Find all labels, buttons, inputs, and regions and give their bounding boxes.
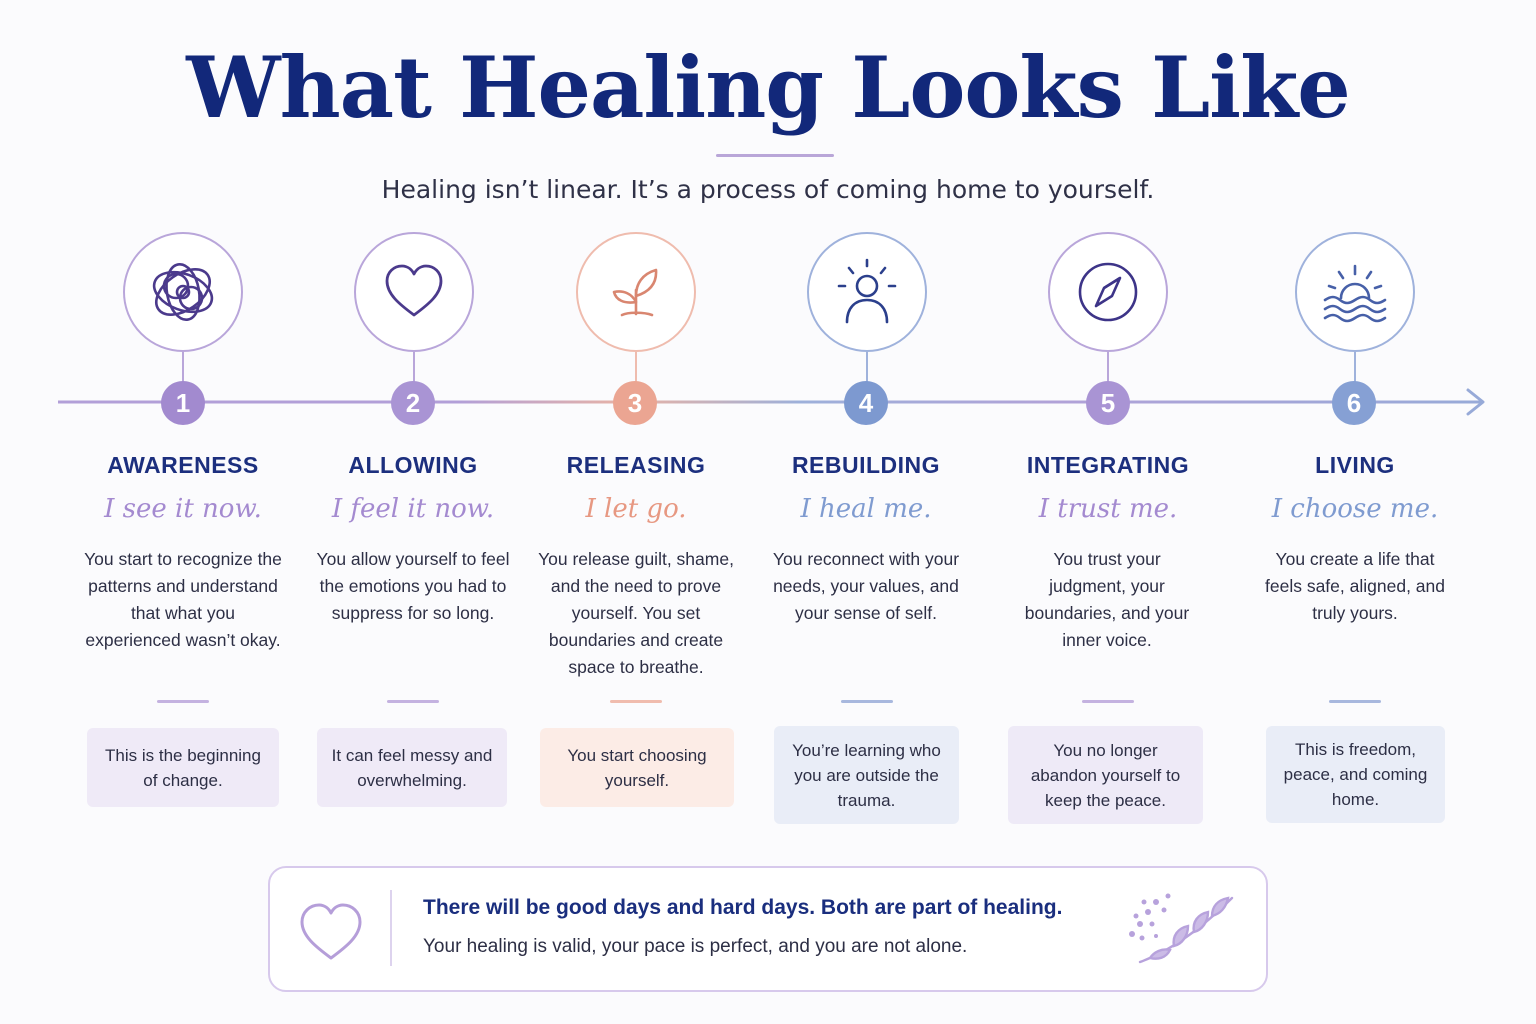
sunrise-over-water-icon [1323, 264, 1387, 323]
footer-message-box [268, 866, 1268, 992]
compass-icon [1078, 262, 1138, 322]
stage-2-description: You allow yourself to feel the emotions … [316, 549, 510, 623]
stage-2-number: 2 [391, 381, 435, 425]
stage-6-description: You create a life that feels safe, align… [1265, 549, 1445, 623]
stage-3-divider [610, 700, 662, 703]
stage-4-name: REBUILDING [791, 452, 941, 478]
stage-5-description: You trust your judgment, your boundaries… [1024, 549, 1190, 650]
timeline-arrow-icon [1466, 388, 1485, 416]
title-underline [716, 154, 834, 157]
stage-6-icon-circle [1295, 232, 1415, 352]
stage-5-icon-circle [1048, 232, 1168, 352]
stage-5-divider [1082, 700, 1134, 703]
stage-1-note: This is the beginning of change. [87, 728, 279, 807]
heart-icon [385, 264, 443, 317]
stage-5-motto: I trust me. [1038, 494, 1178, 524]
stage-2-note: It can feel messy and overwhelming. [317, 728, 507, 807]
stage-1-stem [182, 352, 184, 382]
stage-1-name: AWARENESS [107, 452, 259, 478]
stage-4-icon-circle [807, 232, 927, 352]
stage-2-icon-circle [354, 232, 474, 352]
leafy-sprig-icon [1129, 893, 1234, 964]
stage-2-name: ALLOWING [348, 452, 478, 478]
footer-divider [390, 890, 392, 966]
stage-3-description: You release guilt, shame, and the need t… [538, 549, 734, 677]
stage-6-motto: I choose me. [1271, 494, 1439, 524]
stage-3-number: 3 [613, 381, 657, 425]
stage-6-name: LIVING [1315, 452, 1395, 478]
stage-3-note: You start choosing yourself. [540, 728, 734, 807]
radiant-person-icon [837, 258, 897, 324]
stage-4-note: You’re learning who you are outside the … [774, 726, 959, 824]
stage-4-divider [841, 700, 893, 703]
stage-4-stem [866, 352, 868, 382]
stage-1-motto: I see it now. [104, 494, 262, 524]
page-subtitle: Healing isn’t linear. It’s a process of … [381, 175, 1155, 204]
footer-message: Your healing is valid, your pace is perf… [423, 936, 968, 957]
stage-6-stem [1354, 352, 1356, 382]
page-title: What Healing Looks Like [186, 38, 1350, 137]
stage-3-stem [635, 352, 637, 382]
stage-3-motto: I let go. [585, 494, 687, 524]
stage-2-motto: I feel it now. [331, 494, 495, 524]
tangled-knot-icon [152, 262, 214, 322]
stage-5-stem [1107, 352, 1109, 382]
stage-2-stem [413, 352, 415, 382]
stage-4-description: You reconnect with your needs, your valu… [772, 549, 960, 623]
footer-headline: There will be good days and hard days. B… [423, 896, 1063, 919]
stage-1-icon-circle [123, 232, 243, 352]
stage-1-number: 1 [161, 381, 205, 425]
stage-5-note: You no longer abandon yourself to keep t… [1008, 726, 1203, 824]
stage-1-description: You start to recognize the patterns and … [84, 549, 282, 650]
stage-3-name: RELEASING [566, 452, 706, 478]
stage-5-number: 5 [1086, 381, 1130, 425]
stage-3-icon-circle [576, 232, 696, 352]
stage-4-number: 4 [844, 381, 888, 425]
footer-heart-icon [300, 903, 362, 960]
stage-6-divider [1329, 700, 1381, 703]
stage-4-motto: I heal me. [800, 494, 932, 524]
stage-5-name: INTEGRATING [1026, 452, 1190, 478]
stage-2-divider [387, 700, 439, 703]
sprout-icon [612, 268, 658, 317]
stage-6-number: 6 [1332, 381, 1376, 425]
stage-6-note: This is freedom, peace, and coming home. [1266, 726, 1445, 823]
stage-1-divider [157, 700, 209, 703]
